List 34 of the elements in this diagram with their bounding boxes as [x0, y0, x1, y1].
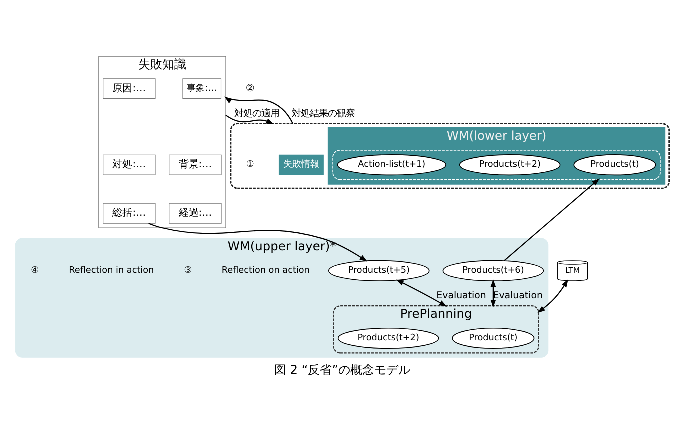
- edge-label: 対処の適用: [234, 108, 279, 120]
- node-ellipse: Action-list(t+1): [336, 154, 446, 176]
- edge-label: Evaluation: [492, 290, 542, 302]
- cluster: [230, 123, 670, 190]
- node-box: 総括:…: [102, 203, 156, 224]
- arrow: [224, 96, 293, 124]
- arrow: [148, 223, 368, 262]
- node-box: 経過:…: [168, 203, 222, 224]
- arrow: [490, 279, 496, 308]
- label: ④: [30, 266, 39, 276]
- caption: 図 2 “反省”の概念モデル: [274, 363, 410, 378]
- node-ellipse: Products(t+2): [337, 328, 439, 350]
- label: Reflection on action: [221, 266, 310, 276]
- edge-label: 対処結果の観察: [291, 108, 354, 120]
- arrow: [225, 114, 274, 124]
- node-box: 事象:…: [182, 78, 222, 100]
- node-ellipse: Products(t): [452, 328, 534, 350]
- arrow: [396, 280, 447, 307]
- label: ②: [245, 83, 254, 94]
- node-ellipse: Products(t): [573, 154, 656, 176]
- node-ellipse: Products(t+5): [328, 260, 430, 282]
- node-box: 失敗情報: [278, 154, 324, 176]
- label: Reflection in action: [68, 266, 154, 276]
- label: ③: [184, 266, 192, 276]
- node-ellipse: Products(t+6): [442, 260, 544, 282]
- node-ellipse: Products(t+2): [458, 154, 560, 176]
- node-box: 背景:…: [168, 154, 222, 176]
- node-box: 原因:…: [102, 78, 156, 100]
- cluster: [332, 150, 660, 180]
- arrow: [504, 178, 600, 262]
- edge-label: Evaluation: [436, 290, 486, 302]
- node-box: 対処:…: [102, 154, 156, 176]
- label: ①: [246, 160, 254, 170]
- arrow: [537, 280, 568, 314]
